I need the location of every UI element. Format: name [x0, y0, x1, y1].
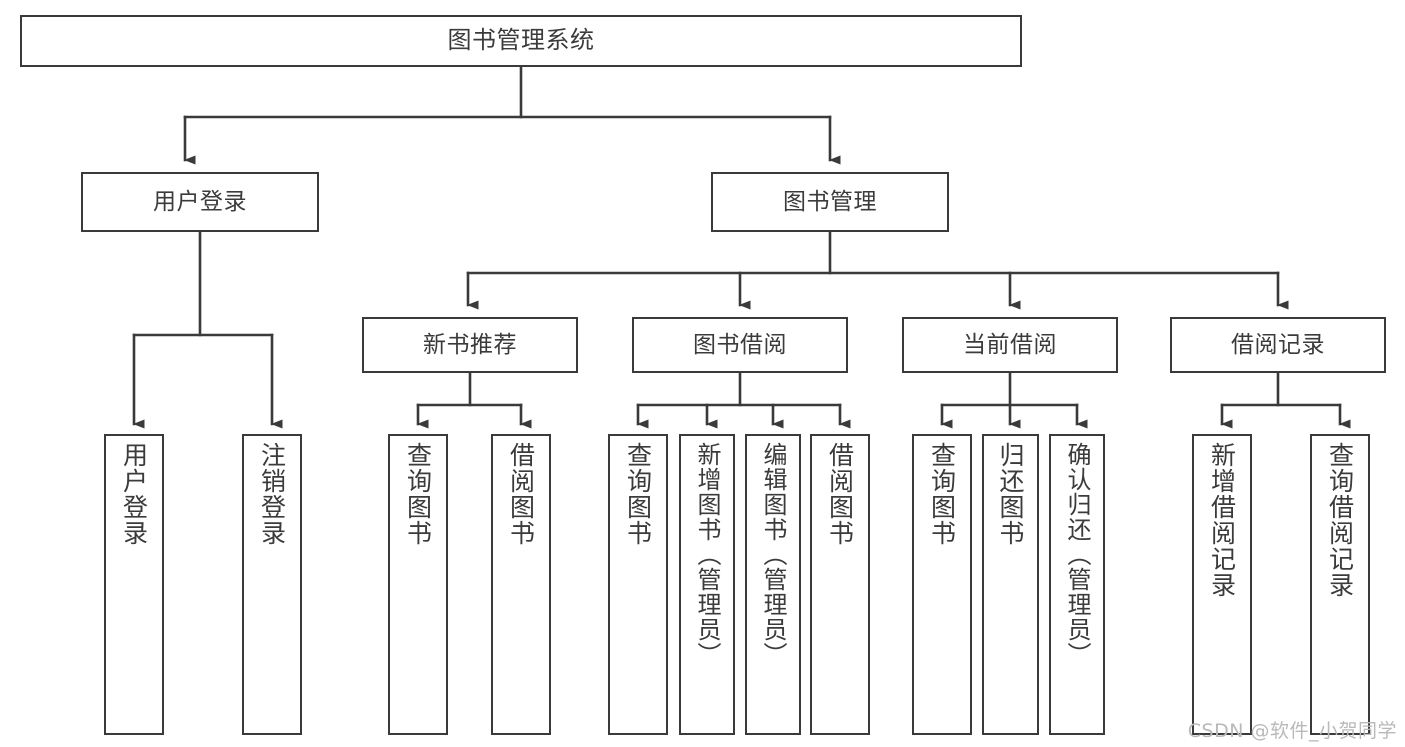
- node-label: 借阅记录: [1231, 331, 1325, 358]
- node-label: 图书借阅: [693, 331, 787, 358]
- leaf-current-confirm-return-admin[interactable]: 确认归还（管理员）: [1049, 434, 1105, 735]
- node-current-borrow[interactable]: 当前借阅: [902, 317, 1118, 373]
- node-root-system[interactable]: 图书管理系统: [20, 15, 1022, 67]
- node-label: 当前借阅: [963, 331, 1057, 358]
- node-label: 图书管理: [783, 188, 877, 215]
- leaf-record-query-borrow-record[interactable]: 查询借阅记录: [1310, 434, 1370, 735]
- node-book-management[interactable]: 图书管理: [711, 172, 949, 232]
- node-book-borrow[interactable]: 图书借阅: [632, 317, 848, 373]
- leaf-current-query-book[interactable]: 查询图书: [912, 434, 972, 735]
- node-user-login[interactable]: 用户登录: [81, 172, 319, 232]
- leaf-borrow-add-book-admin[interactable]: 新增图书（管理员）: [679, 434, 735, 735]
- node-label: 查询借阅记录: [1325, 442, 1355, 598]
- node-label: 注销登录: [257, 442, 287, 546]
- node-label: 确认归还（管理员）: [1063, 442, 1091, 667]
- node-label: 新增图书（管理员）: [693, 442, 721, 667]
- leaf-record-add-borrow-record[interactable]: 新增借阅记录: [1192, 434, 1252, 735]
- leaf-user-login[interactable]: 用户登录: [104, 434, 164, 735]
- node-label: 新增借阅记录: [1207, 442, 1237, 598]
- leaf-borrow-query-book[interactable]: 查询图书: [608, 434, 668, 735]
- leaf-borrow-edit-book-admin[interactable]: 编辑图书（管理员）: [745, 434, 801, 735]
- node-label: 归还图书: [996, 442, 1025, 546]
- node-label: 借阅图书: [506, 442, 536, 546]
- watermark-text: CSDN @软件_小贺同学: [1187, 720, 1397, 742]
- node-label: 查询图书: [403, 442, 433, 546]
- leaf-recommend-borrow-book[interactable]: 借阅图书: [491, 434, 551, 735]
- leaf-current-return-book[interactable]: 归还图书: [982, 434, 1039, 735]
- leaf-recommend-query-book[interactable]: 查询图书: [388, 434, 448, 735]
- node-label: 查询图书: [623, 442, 653, 546]
- node-label: 新书推荐: [423, 331, 517, 358]
- node-label: 用户登录: [153, 188, 247, 215]
- node-label: 用户登录: [119, 442, 149, 546]
- node-label: 查询图书: [927, 442, 957, 546]
- node-new-book-recommend[interactable]: 新书推荐: [362, 317, 578, 373]
- leaf-user-logout[interactable]: 注销登录: [242, 434, 302, 735]
- node-borrow-record[interactable]: 借阅记录: [1170, 317, 1386, 373]
- node-label: 图书管理系统: [447, 26, 595, 55]
- node-label: 借阅图书: [825, 442, 855, 546]
- leaf-borrow-borrow-book[interactable]: 借阅图书: [810, 434, 870, 735]
- node-label: 编辑图书（管理员）: [759, 442, 787, 667]
